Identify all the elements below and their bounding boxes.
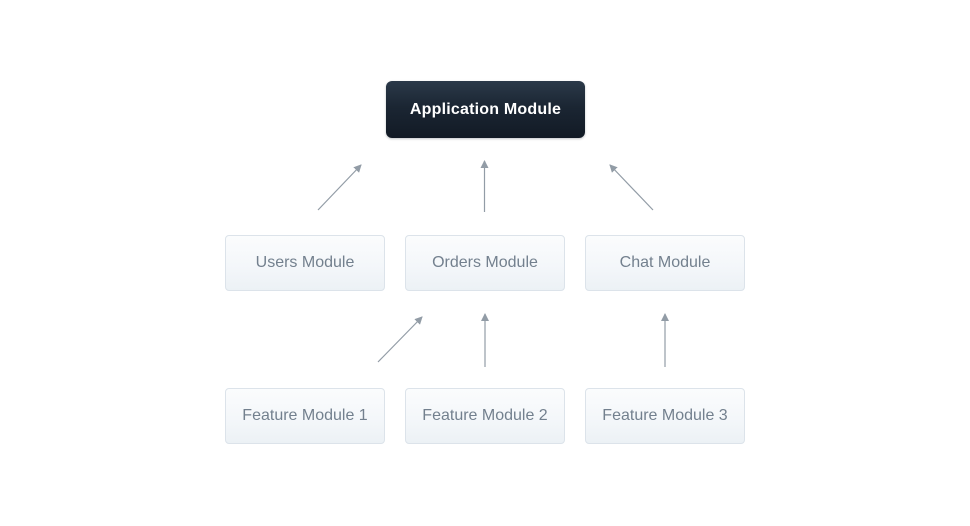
node-chat-module: Chat Module [585, 235, 745, 291]
node-users-module: Users Module [225, 235, 385, 291]
node-feature-module-1-label: Feature Module 1 [242, 407, 368, 424]
node-feature-module-2: Feature Module 2 [405, 388, 565, 444]
node-application-module-label: Application Module [409, 100, 562, 118]
node-feature-module-2-label: Feature Module 2 [422, 407, 548, 424]
arrow-users-to-application [317, 164, 362, 211]
node-feature-module-3: Feature Module 3 [585, 388, 745, 444]
node-feature-module-3-label: Feature Module 3 [602, 407, 728, 424]
arrow-chat-to-application [609, 164, 654, 211]
node-users-module-label: Users Module [255, 254, 355, 271]
arrow-feature1-to-orders [377, 316, 423, 363]
node-orders-module: Orders Module [405, 235, 565, 291]
node-chat-module-label: Chat Module [619, 254, 711, 271]
node-application-module: Application Module [386, 81, 585, 138]
node-feature-module-1: Feature Module 1 [225, 388, 385, 444]
node-orders-module-label: Orders Module [432, 254, 538, 271]
